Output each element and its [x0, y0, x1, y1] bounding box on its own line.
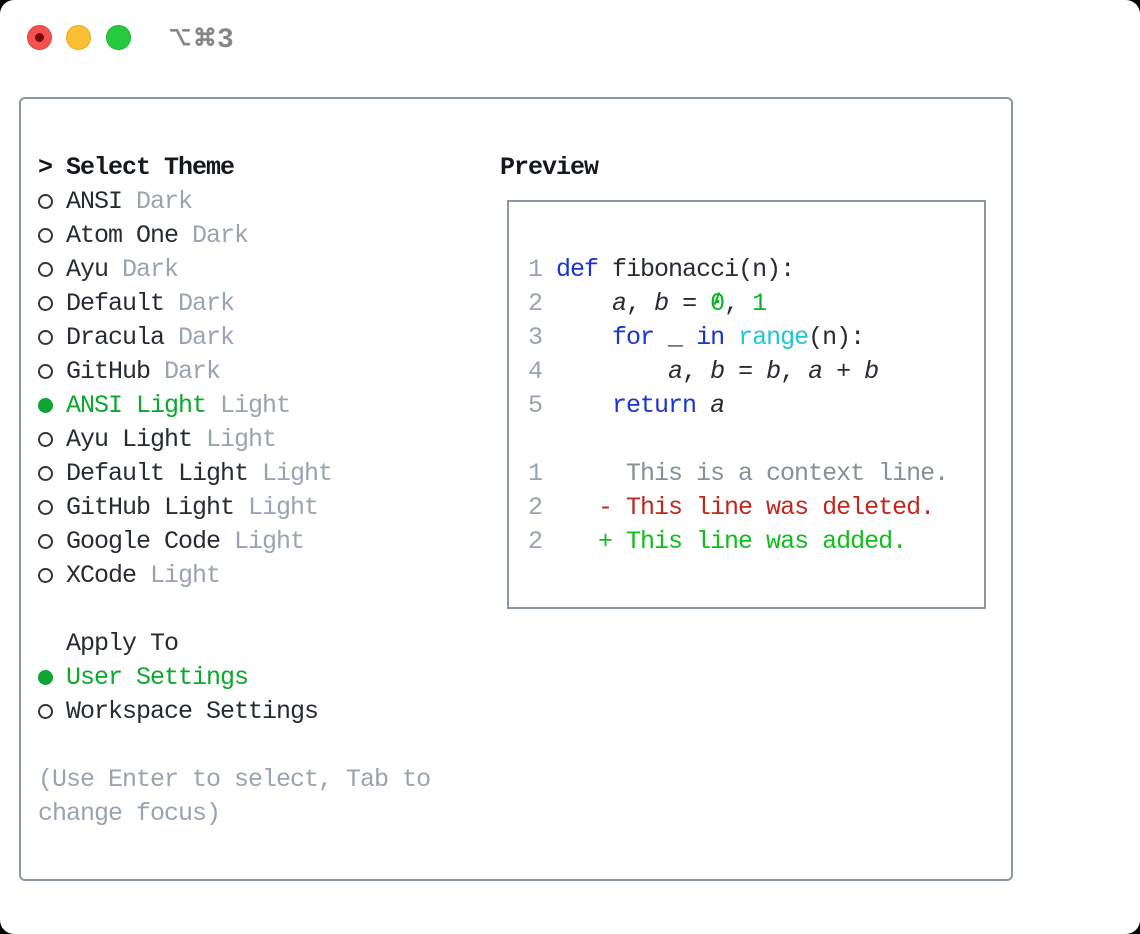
- svg-text:3: 3: [217, 25, 234, 56]
